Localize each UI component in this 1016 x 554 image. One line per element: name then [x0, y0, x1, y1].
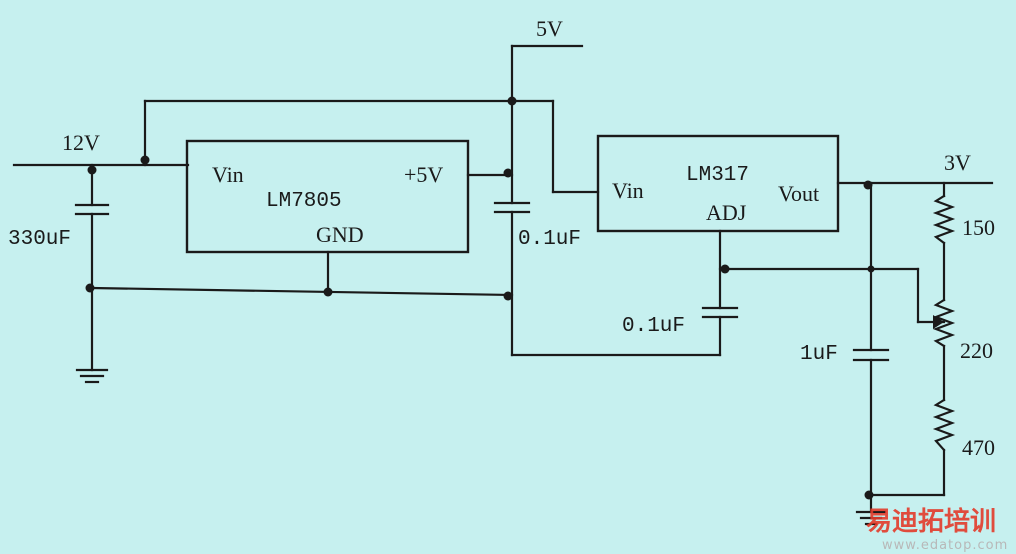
- label-5v: 5V: [536, 16, 563, 41]
- cap-1uf: [852, 181, 890, 497]
- lm317-vout-pin: Vout: [778, 181, 819, 206]
- watermark-cn: 易迪拓培训: [866, 507, 996, 537]
- lm317-label: LM317: [686, 164, 749, 187]
- label-r150: 150: [962, 215, 995, 240]
- cap-330uf: [74, 163, 110, 290]
- wire-5v-out: [466, 44, 584, 205]
- junction-dot: [503, 291, 513, 301]
- label-3v: 3V: [944, 150, 971, 175]
- resistor-470: [932, 398, 956, 497]
- lm7805-gnd-pin: GND: [316, 222, 364, 247]
- junction-dot: [323, 287, 333, 297]
- pot-wiper-arrow: [933, 315, 944, 329]
- ground-bus: [90, 250, 514, 297]
- lm317-adj-pin: ADJ: [706, 200, 747, 225]
- lm7805-chip: [185, 139, 470, 254]
- lm7805-out-pin: +5V: [404, 162, 443, 187]
- cap-0.1uf-b: [701, 229, 739, 357]
- ground-symbol-left: [75, 286, 109, 384]
- watermark-url: www.edatop.com: [882, 538, 1008, 553]
- junction-dot: [503, 168, 513, 178]
- cap-0.1uf-a: [493, 201, 531, 357]
- junction-dot: [85, 283, 95, 293]
- label-cap-1uf: 1uF: [800, 343, 838, 366]
- junction-dot: [864, 490, 874, 500]
- label-cap-330uf: 330uF: [8, 228, 71, 251]
- potentiometer-220: [932, 298, 956, 402]
- label-r470: 470: [962, 435, 995, 460]
- label-r220: 220: [960, 338, 993, 363]
- ground-symbol-right: [855, 493, 887, 526]
- label-cap-0.1uf-b: 0.1uF: [622, 315, 685, 338]
- lm317-vin-pin: Vin: [612, 178, 644, 203]
- label-cap-0.1uf-a: 0.1uF: [518, 228, 581, 251]
- lm7805-label: LM7805: [266, 190, 342, 213]
- wire-12v-to-lm317: [143, 99, 600, 194]
- junction-dot: [867, 265, 875, 273]
- lm7805-vin-pin: Vin: [212, 162, 244, 187]
- resistor-150: [932, 181, 956, 302]
- label-12v: 12V: [62, 130, 100, 155]
- junction-dot: [87, 165, 97, 175]
